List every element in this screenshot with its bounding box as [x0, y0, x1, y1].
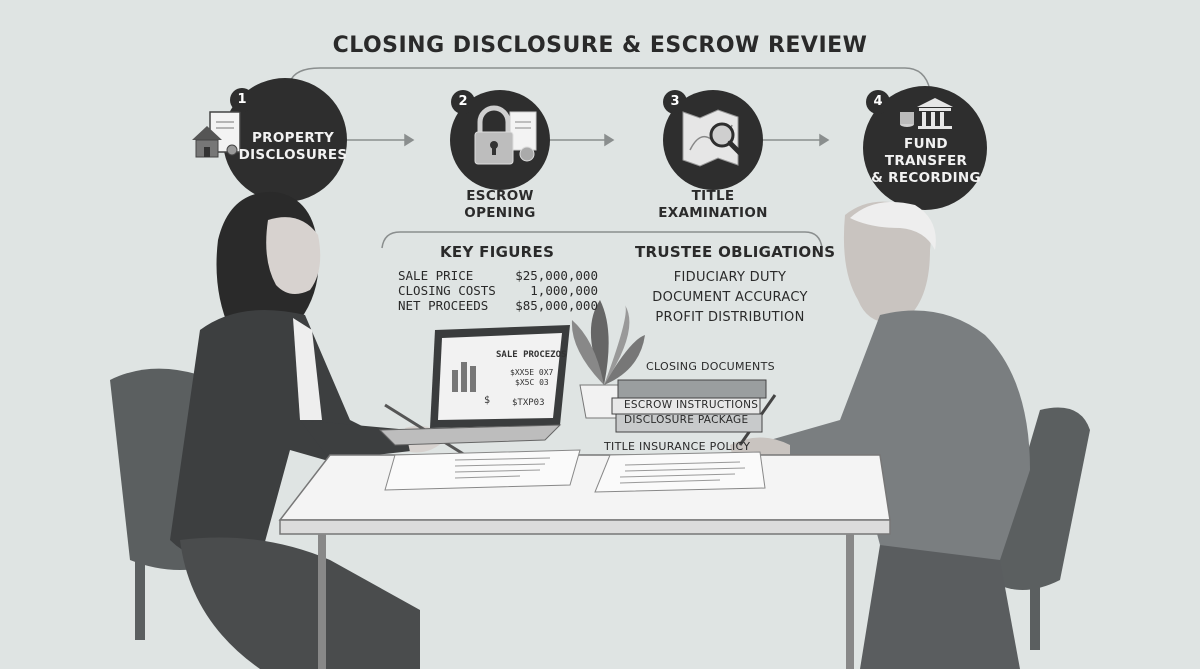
map-magnifier-icon: [682, 109, 748, 167]
step-2-label: ESCROW OPENING: [450, 188, 550, 222]
obligation-item: PROFIT DISTRIBUTION: [655, 310, 805, 325]
figure-label: NET PROCEEDS: [398, 298, 489, 313]
laptop-screen-header: SALE PROCEZOS: [496, 350, 567, 360]
padlock-document-icon: [474, 105, 537, 165]
figure-label: SALE PRICE: [398, 268, 474, 283]
laptop-screen-line: $XX5E 0X7: [510, 368, 554, 377]
step-4-label-line1: FUND TRANSFER: [884, 136, 968, 169]
step-3-label-line1: TITLE: [691, 188, 735, 204]
step-arrows: [345, 133, 830, 147]
disclosure-package-label: DISCLOSURE PACKAGE: [624, 414, 749, 426]
step-1-label-line1: PROPERTY: [251, 130, 335, 146]
house-document-icon: [192, 111, 241, 158]
step-1-label: PROPERTY DISCLOSURES: [238, 130, 348, 164]
binder-stack: [611, 379, 767, 433]
step-4-number: 4: [866, 90, 890, 114]
process-arc-line: [289, 67, 931, 91]
step-4-label-line2: & RECORDING: [871, 170, 981, 186]
trustee-obligations-heading: TRUSTEE OBLIGATIONS: [635, 243, 836, 261]
bank-coins-icon: [900, 98, 953, 129]
figure-row-sale-price: SALE PRICE $25,000,000: [398, 268, 598, 283]
obligation-item: DOCUMENT ACCURACY: [652, 290, 808, 305]
desk-papers: [384, 449, 766, 493]
step-4-label: FUND TRANSFER & RECORDING: [865, 136, 987, 187]
step-3-number: 3: [663, 90, 687, 114]
step-1-label-line2: DISCLOSURES: [238, 147, 348, 163]
key-figures-heading: KEY FIGURES: [440, 243, 555, 261]
escrow-instructions-label: ESCROW INSTRUCTIONS: [624, 399, 759, 411]
step-2-label-line2: OPENING: [464, 205, 536, 221]
page-title: CLOSING DISCLOSURE & ESCROW REVIEW: [332, 33, 868, 58]
step-4-circle: [863, 86, 987, 210]
figure-value: $25,000,000: [515, 268, 598, 283]
step-2-number: 2: [451, 90, 475, 114]
laptop-screen-line: $X5C 03: [515, 378, 549, 387]
figure-value: 1,000,000: [530, 283, 598, 298]
figure-label: CLOSING COSTS: [398, 283, 496, 298]
laptop: [378, 325, 570, 446]
step-3-label: TITLE EXAMINATION: [648, 188, 778, 222]
laptop-currency: $: [484, 395, 491, 406]
figure-row-closing-costs: CLOSING COSTS 1,000,000: [398, 283, 598, 298]
step-2-label-line1: ESCROW: [466, 188, 534, 204]
man-chair: [990, 407, 1090, 650]
figure-value: $85,000,000: [515, 298, 598, 313]
title-insurance-policy-label: TITLE INSURANCE POLICY: [604, 440, 751, 453]
figures-bracket: [381, 231, 823, 249]
figure-row-net-proceeds: NET PROCEEDS $85,000,000: [398, 298, 598, 313]
obligation-item: FIDUCIARY DUTY: [673, 270, 787, 285]
man-figure: [730, 201, 1030, 669]
step-1-number: 1: [230, 88, 254, 112]
laptop-screen-footer: $TXP03: [512, 398, 545, 408]
step-3-label-line2: EXAMINATION: [658, 205, 768, 221]
woman-figure: [170, 191, 466, 669]
closing-documents-label: CLOSING DOCUMENTS: [646, 360, 775, 373]
step-1-circle: [223, 78, 347, 202]
